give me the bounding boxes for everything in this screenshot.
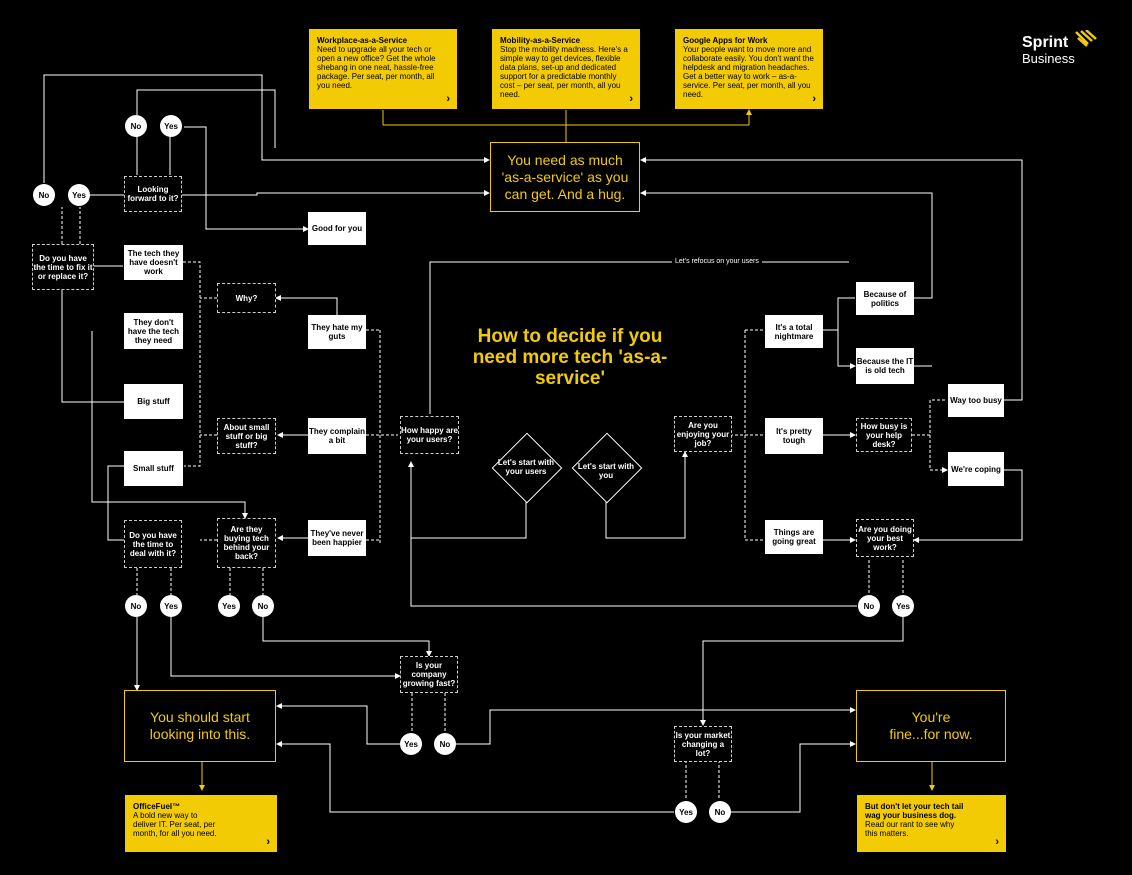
chevron-right-icon: › — [446, 93, 450, 105]
node-pretty-tough: It's pretty tough — [765, 418, 823, 454]
node-small-stuff: Small stuff — [124, 451, 183, 486]
card-mobility-title: Mobility-as-a-Service — [500, 36, 581, 45]
answer-yes: Yes — [160, 115, 182, 137]
card-tail-title: But don't let your tech tail wag your bu… — [865, 802, 964, 820]
card-officefuel-title: OfficeFuel™ — [133, 802, 181, 811]
logo-brand: Sprint — [1022, 34, 1069, 51]
card-google-body: Your people want to move more and collab… — [683, 45, 814, 99]
card-workplace[interactable]: Workplace-as-a-Service Need to upgrade a… — [309, 29, 457, 109]
answer-no: No — [434, 733, 456, 755]
card-mobility-body: Stop the mobility madness. Here's a simp… — [500, 45, 628, 99]
chevron-right-icon: › — [266, 836, 270, 848]
card-officefuel-body: A bold new way to deliver IT. Per seat, … — [133, 811, 217, 838]
chevron-right-icon: › — [629, 93, 633, 105]
chevron-right-icon: › — [812, 93, 816, 105]
edge-label-refocus: Let's refocus on your users — [672, 258, 762, 265]
node-hate-my-guts: They hate my guts — [308, 315, 366, 349]
card-google-title: Google Apps for Work — [683, 36, 768, 45]
answer-no: No — [709, 801, 731, 823]
logo-sub: Business — [1022, 51, 1075, 66]
node-time-fix: Do you have the time to fix it or replac… — [32, 244, 94, 290]
start-you-label: Let's start with you — [577, 462, 635, 480]
answer-yes: Yes — [400, 733, 422, 755]
node-because-old: Because the IT is old tech — [856, 348, 914, 384]
start-users-label: Let's start with your users — [497, 458, 555, 476]
chevron-right-icon: › — [995, 836, 999, 848]
node-how-busy: How busy is your help desk? — [856, 418, 912, 452]
node-tech-doesnt-work: The tech they have doesn't work — [124, 245, 183, 280]
node-growing-fast: Is your company growing fast? — [400, 656, 458, 693]
node-total-nightmare: It's a total nightmare — [765, 315, 823, 348]
node-how-happy: How happy are your users? — [400, 416, 459, 454]
card-workplace-body: Need to upgrade all your tech or open a … — [317, 45, 436, 90]
answer-no: No — [858, 595, 880, 617]
sprint-business-logo: Sprint Business — [1022, 30, 1097, 66]
node-good-for-you: Good for you — [308, 212, 366, 245]
card-workplace-title: Workplace-as-a-Service — [317, 36, 408, 45]
node-coping: We're coping — [948, 452, 1004, 486]
node-dont-have-tech: They don't have the tech they need — [124, 313, 183, 349]
node-about-small: About small stuff or big stuff? — [217, 418, 276, 454]
answer-yes: Yes — [675, 801, 697, 823]
answer-no: No — [33, 184, 55, 206]
node-big-stuff: Big stuff — [124, 384, 183, 419]
answer-no: No — [125, 115, 147, 137]
sprint-wing-icon — [1075, 30, 1097, 47]
answer-yes: Yes — [68, 184, 90, 206]
outcome-start-looking: You should start looking into this. — [124, 690, 276, 762]
node-way-too-busy: Way too busy — [948, 384, 1004, 417]
node-time-deal: Do you have the time to deal with it? — [124, 520, 182, 568]
card-google[interactable]: Google Apps for Work Your people want to… — [675, 29, 823, 109]
outcome-as-a-service: You need as much 'as-a-service' as you c… — [490, 142, 640, 212]
page-title: How to decide if you need more tech 'as-… — [472, 326, 668, 389]
node-enjoying-job: Are you enjoying your job? — [674, 416, 732, 452]
node-never-happier: They've never been happier — [308, 520, 366, 556]
node-why: Why? — [217, 283, 276, 313]
node-buying-tech: Are they buying tech behind your back? — [217, 518, 276, 568]
card-tech-tail[interactable]: But don't let your tech tail wag your bu… — [857, 795, 1006, 852]
answer-no: No — [125, 595, 147, 617]
card-tail-body: Read our rant to see why this matters. — [865, 820, 955, 838]
node-market-changing: Is your market changing a lot? — [674, 726, 732, 762]
answer-no: No — [252, 595, 274, 617]
outcome-fine-for-now: You're fine...for now. — [856, 690, 1006, 762]
answer-yes: Yes — [160, 595, 182, 617]
card-officefuel[interactable]: OfficeFuel™ A bold new way to deliver IT… — [125, 795, 277, 852]
answer-yes: Yes — [892, 595, 914, 617]
node-best-work: Are you doing your best work? — [856, 519, 914, 557]
answer-yes: Yes — [218, 595, 240, 617]
node-complain: They complain a bit — [308, 418, 366, 454]
node-going-great: Things are going great — [765, 520, 823, 554]
card-mobility[interactable]: Mobility-as-a-Service Stop the mobility … — [492, 29, 640, 109]
node-because-politics: Because of politics — [856, 282, 914, 315]
node-looking-forward: Looking forward to it? — [124, 176, 182, 212]
